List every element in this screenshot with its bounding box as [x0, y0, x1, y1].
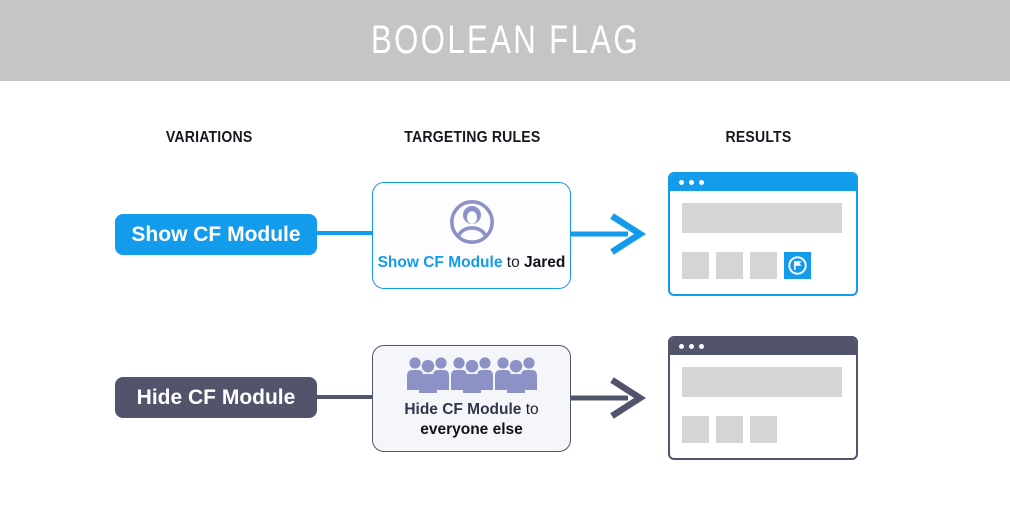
content-placeholder-tile	[682, 252, 709, 279]
variation-pill-hide-cf-module: Hide CF Module	[115, 377, 317, 418]
window-dot-icon	[689, 344, 694, 349]
content-placeholder-tile	[682, 416, 709, 443]
arrow-right-icon	[570, 213, 647, 255]
flag-circle-icon	[788, 256, 807, 275]
rule-flag-name: Hide CF Module	[404, 401, 522, 418]
window-dot-icon	[679, 344, 684, 349]
targeting-rule-card-show: Show CF Module to Jared	[372, 182, 571, 289]
connector-line	[317, 231, 372, 235]
module-row	[682, 416, 777, 443]
cf-module-tile	[784, 252, 811, 279]
column-label: VARIATIONS	[165, 129, 253, 146]
window-title-bar	[670, 174, 856, 191]
window-title-bar	[670, 338, 856, 355]
variation-label: Show CF Module	[131, 222, 301, 246]
window-dot-icon	[689, 180, 694, 185]
column-header-results: RESULTS	[648, 129, 868, 147]
module-row	[682, 252, 811, 279]
crowd-icon	[406, 357, 537, 393]
rule-sentence: Show CF Module to Jared	[378, 253, 566, 273]
window-dot-icon	[679, 180, 684, 185]
rule-flag-name: Show CF Module	[377, 254, 503, 271]
window-dot-icon	[699, 180, 704, 185]
column-label: TARGETING RULES	[403, 129, 541, 146]
rule-audience: Jared	[524, 254, 566, 271]
header-banner: BOOLEAN FLAG	[0, 0, 1010, 81]
targeting-rule-card-hide: Hide CF Module to everyone else	[372, 345, 571, 452]
arrow-right-icon	[570, 377, 647, 419]
rule-audience: everyone else	[420, 421, 523, 438]
content-placeholder-tile	[750, 252, 777, 279]
variation-label: Hide CF Module	[136, 385, 296, 409]
content-placeholder-banner	[682, 367, 842, 397]
user-avatar-icon	[449, 199, 494, 245]
variation-pill-show-cf-module: Show CF Module	[115, 214, 317, 255]
window-dot-icon	[699, 344, 704, 349]
content-placeholder-tile	[716, 416, 743, 443]
column-header-targeting-rules: TARGETING RULES	[362, 129, 582, 147]
content-placeholder-tile	[716, 252, 743, 279]
column-header-variations: VARIATIONS	[99, 129, 319, 147]
page-title: BOOLEAN FLAG	[370, 18, 640, 62]
rule-connector-word: to	[525, 401, 539, 418]
content-placeholder-tile	[750, 416, 777, 443]
content-placeholder-banner	[682, 203, 842, 233]
connector-line	[317, 395, 372, 399]
result-browser-window-hide	[668, 336, 858, 460]
rule-sentence: Hide CF Module to everyone else	[404, 400, 538, 440]
column-label: RESULTS	[725, 129, 791, 146]
rule-connector-word: to	[506, 254, 520, 271]
result-browser-window-show	[668, 172, 858, 296]
